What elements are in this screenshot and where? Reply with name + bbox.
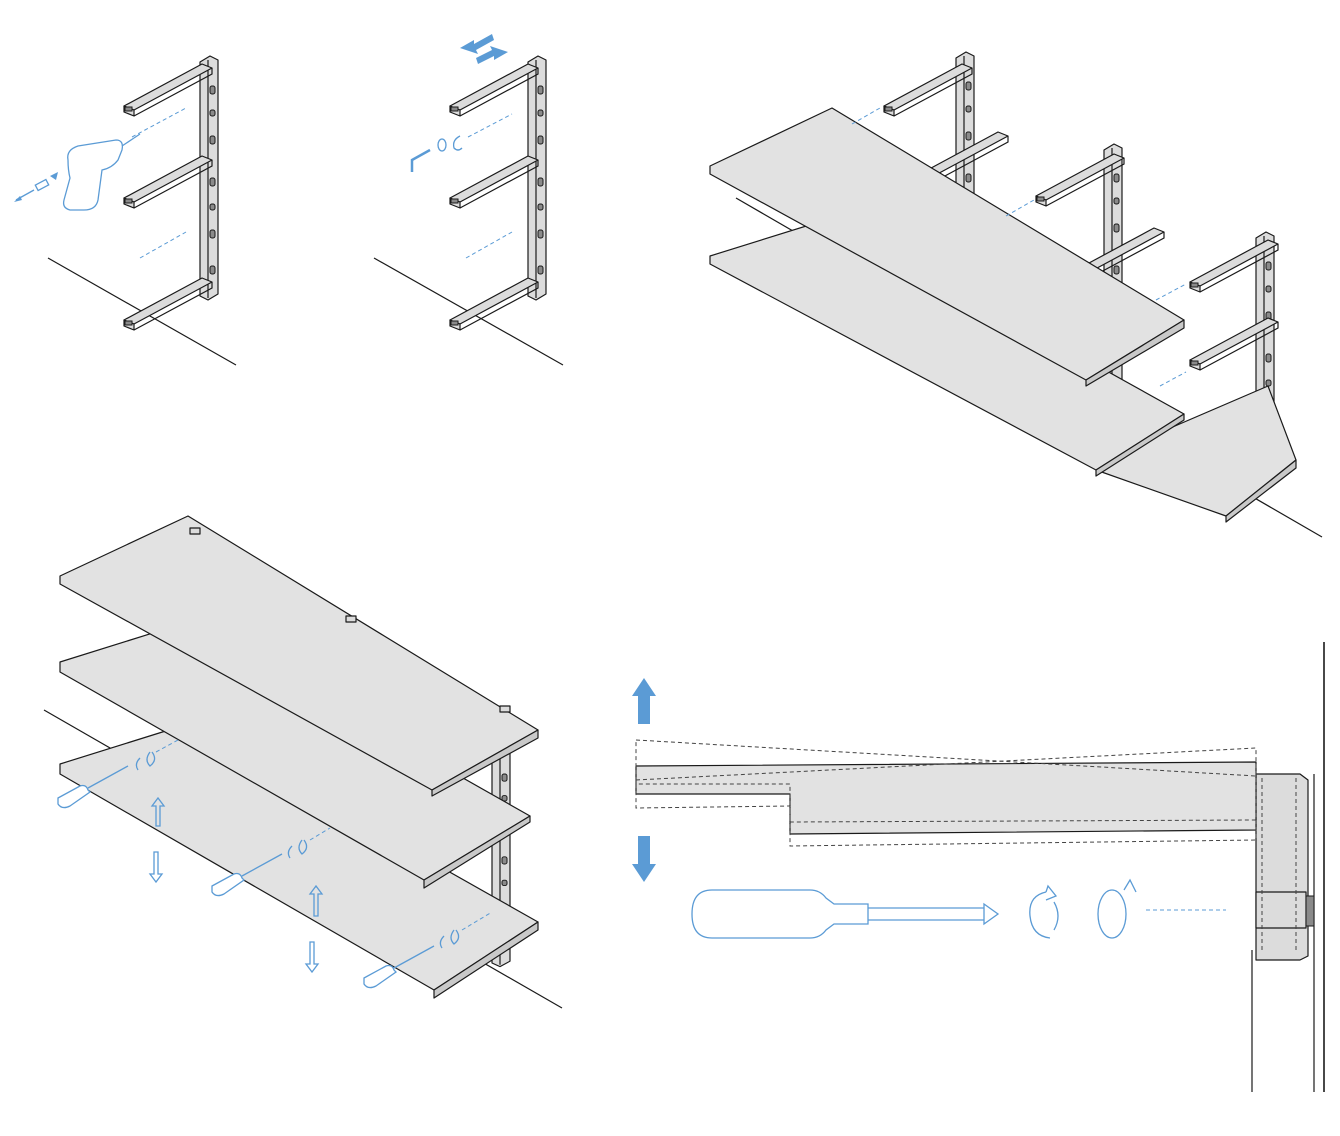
bracket-tip (499, 705, 511, 713)
shelf-side-view (635, 761, 1257, 835)
bracket-side (1255, 773, 1309, 961)
adjuster-block (1255, 891, 1307, 929)
wall-rail (199, 55, 219, 301)
step-5-illustration (632, 642, 1325, 1092)
bracket-arm-middle (123, 155, 213, 209)
adjust-down-arrow-icon (148, 851, 164, 884)
step-2-illustration (373, 34, 564, 366)
tilt-down-arrow-icon (632, 836, 656, 882)
step-3-illustration (709, 51, 1323, 538)
step-4-illustration (43, 515, 563, 1009)
bracket-arm-bottom (449, 277, 539, 331)
adjust-up-arrow-icon (150, 796, 166, 827)
rotate-icon (1029, 878, 1137, 939)
bracket-arm-top (123, 63, 213, 117)
bracket-arm-middle (449, 155, 539, 209)
wall-plug-icon (14, 172, 58, 202)
screwdriver-icon (57, 739, 179, 809)
tilt-up-arrow-icon (632, 678, 656, 724)
bracket-arm-bottom (123, 277, 213, 331)
screwdriver-icon (363, 911, 493, 989)
bracket-tip (345, 615, 357, 623)
bracket-tip (189, 527, 201, 535)
adjust-up-arrow-icon (308, 884, 324, 917)
clip-icon (452, 135, 463, 151)
screwdriver-icon (691, 889, 1000, 939)
step-1-illustration (14, 55, 237, 366)
adjust-down-arrow-icon (304, 941, 320, 974)
bracket-arm-top (449, 63, 539, 117)
washer-icon (437, 138, 447, 152)
allen-key-icon (410, 148, 431, 172)
drill-icon (62, 133, 141, 211)
screwdriver-icon (211, 827, 331, 897)
slide-arrows-icon (460, 34, 508, 64)
wall-rail (527, 55, 547, 301)
